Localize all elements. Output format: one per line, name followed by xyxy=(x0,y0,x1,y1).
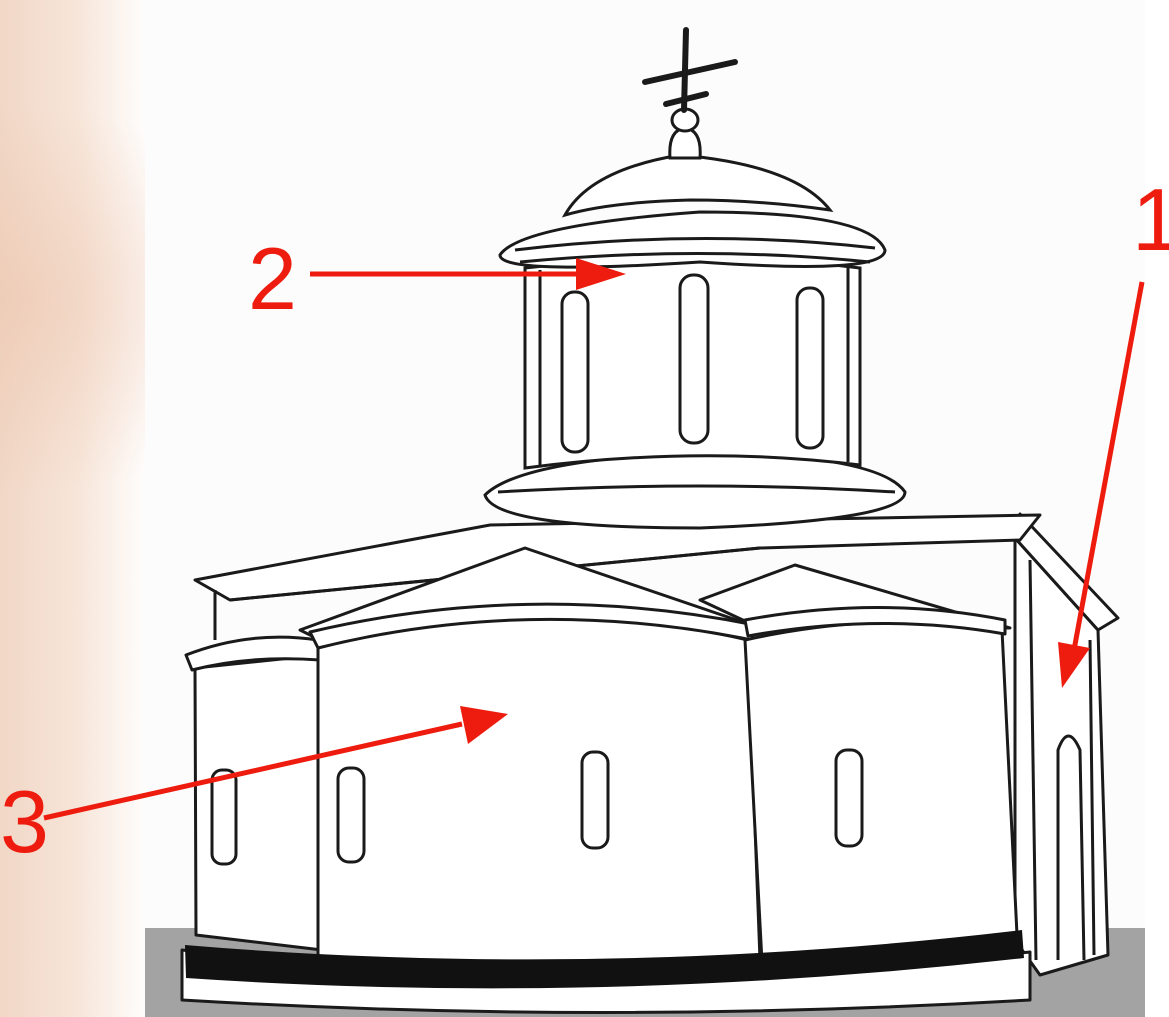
central-apse xyxy=(318,616,760,972)
right-apse xyxy=(745,622,1018,966)
window-left-apse xyxy=(212,770,236,864)
window-central-left xyxy=(338,768,364,862)
label-2: 2 xyxy=(248,235,297,323)
drum-window-right xyxy=(797,288,823,448)
arrow-1 xyxy=(1074,282,1142,650)
cross-icon xyxy=(645,30,735,110)
drum-window-center xyxy=(680,275,708,443)
label-3: 3 xyxy=(0,778,49,866)
drum-window-left xyxy=(562,292,588,452)
dome xyxy=(565,155,830,215)
window-central-right xyxy=(582,752,608,848)
window-right-apse xyxy=(836,750,862,846)
label-1: 1 xyxy=(1132,176,1169,264)
